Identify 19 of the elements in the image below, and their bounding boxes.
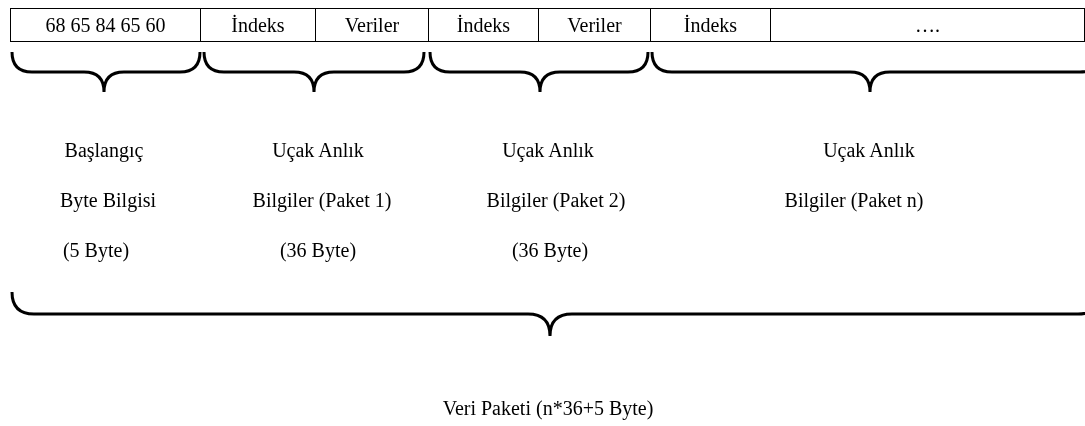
- brace-label: (36 Byte): [279, 238, 357, 262]
- brace-label: Bilgiler (Paket 1): [252, 188, 392, 212]
- brace-label: Veri Paketi (n*36+5 Byte): [442, 396, 654, 420]
- brace-label: Bilgiler (Paket 2): [486, 188, 626, 212]
- brace-label: Bilgiler (Paket n): [784, 188, 924, 212]
- brace-label: Uçak Anlık: [272, 138, 364, 162]
- table-cell: İndeks: [428, 8, 539, 42]
- brace-label: Uçak Anlık: [502, 138, 594, 162]
- table-cell: İndeks: [200, 8, 316, 42]
- brace-label: (5 Byte): [62, 238, 130, 262]
- table-cell: ….: [770, 8, 1085, 42]
- brace-label: Başlangıç: [64, 138, 144, 162]
- brace-label: Uçak Anlık: [823, 138, 915, 162]
- table-cell: Veriler: [315, 8, 429, 42]
- table-cell: 68 65 84 65 60: [10, 8, 201, 42]
- table-cell: Veriler: [538, 8, 651, 42]
- brace-label: (36 Byte): [511, 238, 589, 262]
- table-cell: İndeks: [650, 8, 771, 42]
- brace-label: Byte Bilgisi: [59, 188, 157, 212]
